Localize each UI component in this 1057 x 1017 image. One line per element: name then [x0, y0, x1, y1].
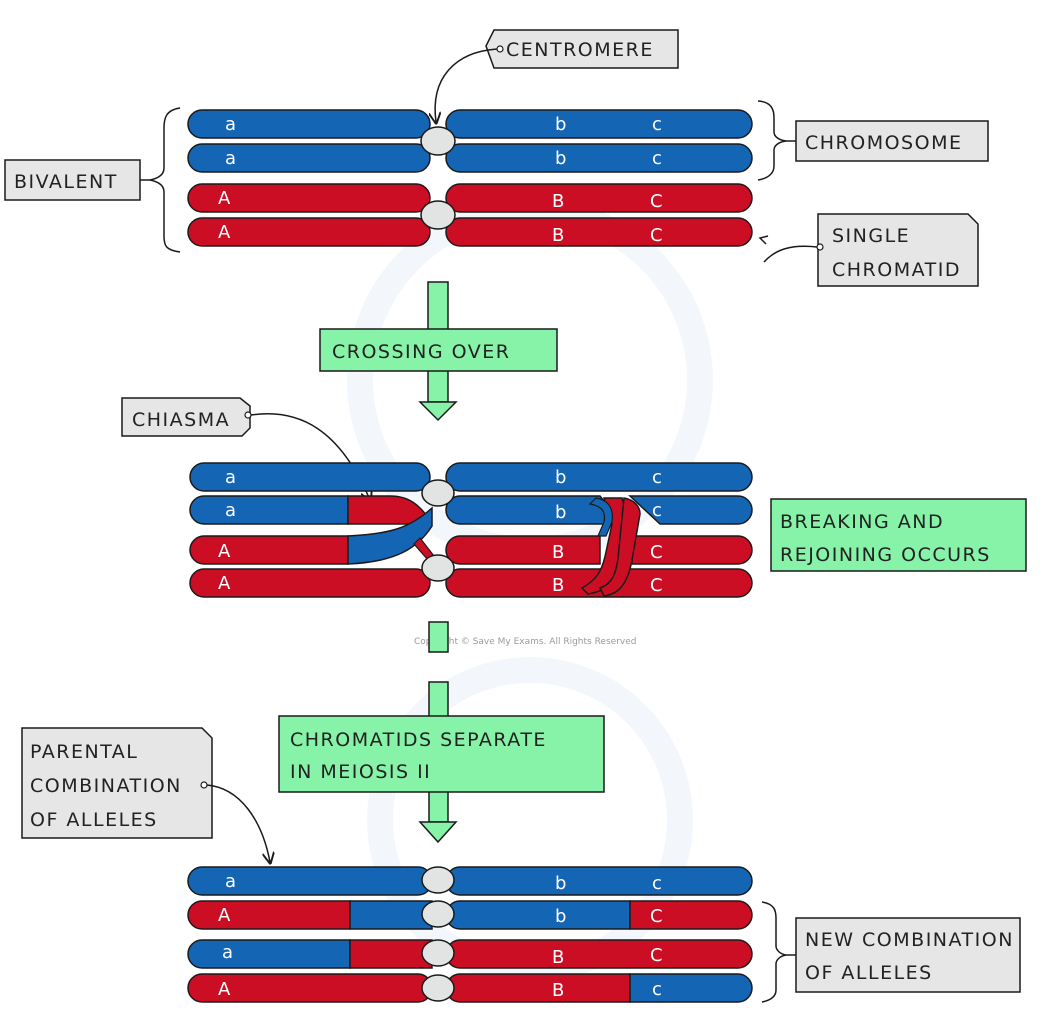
svg-text:SINGLE: SINGLE — [832, 225, 910, 247]
allele-label: A — [218, 979, 231, 1000]
centromere — [421, 939, 455, 967]
svg-text:REJOINING OCCURS: REJOINING OCCURS — [780, 544, 991, 566]
allele-label: a — [225, 467, 236, 488]
chromatid — [187, 183, 753, 213]
allele-label: c — [652, 114, 662, 135]
centromere — [420, 126, 456, 156]
chromatid — [187, 109, 753, 139]
stage-after-separation: a b c A b C a B C A B c — [187, 866, 753, 1003]
svg-text:COMBINATION: COMBINATION — [30, 775, 182, 797]
allele-label: B — [552, 542, 564, 563]
down-arrow: CHROMATIDS SEPARATE IN MEIOSIS II — [278, 621, 605, 844]
allele-label: C — [650, 945, 663, 966]
crossing-strand — [588, 497, 613, 537]
chromatid — [187, 900, 753, 930]
allele-label: b — [555, 906, 566, 927]
breaking-rejoining-label: BREAKING AND REJOINING OCCURS — [770, 498, 1027, 572]
copyright-text: Copyright © Save My Exams. All Rights Re… — [414, 637, 636, 647]
allele-label: b — [555, 502, 566, 523]
chromatid — [187, 866, 753, 896]
allele-label: c — [652, 500, 662, 521]
allele-label: B — [552, 191, 564, 212]
allele-label: C — [650, 542, 663, 563]
crossing-strand — [598, 497, 641, 597]
svg-text:NEW COMBINATION: NEW COMBINATION — [805, 929, 1014, 951]
svg-text:PARENTAL: PARENTAL — [30, 741, 138, 763]
allele-label: B — [552, 947, 564, 968]
allele-label: B — [552, 980, 564, 1001]
allele-label: a — [225, 114, 236, 135]
allele-label: B — [552, 575, 564, 596]
parental-combination-label: PARENTAL COMBINATION OF ALLELES — [21, 727, 270, 862]
allele-label: c — [652, 979, 662, 1000]
centromere — [421, 479, 455, 507]
stage-before-crossing: a b c a b c A B C A B C — [187, 109, 753, 247]
chromatid — [189, 506, 753, 565]
allele-label: A — [218, 905, 231, 926]
chromatid — [187, 217, 753, 247]
centromere — [420, 200, 456, 230]
chromatid — [187, 973, 753, 1003]
chromatid — [187, 143, 753, 173]
allele-label: A — [218, 541, 231, 562]
svg-text:IN MEIOSIS II: IN MEIOSIS II — [290, 761, 431, 783]
stage-crossing-over: a b c a b c A B C A B C — [189, 462, 753, 598]
bivalent-label: BIVALENT — [4, 107, 181, 253]
allele-label: A — [218, 573, 231, 594]
svg-text:BREAKING AND: BREAKING AND — [780, 511, 944, 533]
chiasma-label: CHIASMA — [121, 397, 370, 500]
svg-text:OF ALLELES: OF ALLELES — [30, 809, 158, 831]
allele-label: b — [555, 114, 566, 135]
svg-text:CENTROMERE: CENTROMERE — [506, 39, 654, 61]
allele-label: C — [650, 575, 663, 596]
allele-label: c — [652, 148, 662, 169]
allele-label: C — [650, 225, 663, 246]
allele-label: a — [222, 942, 233, 963]
new-combination-label: NEW COMBINATION OF ALLELES — [761, 901, 1021, 1003]
centromere — [421, 900, 455, 928]
svg-text:BIVALENT: BIVALENT — [14, 171, 118, 193]
svg-text:CHROMATIDS SEPARATE: CHROMATIDS SEPARATE — [290, 729, 547, 751]
svg-text:CHIASMA: CHIASMA — [132, 409, 230, 431]
centromere — [421, 554, 455, 582]
chromatid — [189, 568, 753, 598]
allele-label: B — [552, 225, 564, 246]
centromere — [421, 974, 455, 1002]
centromere-label: CENTROMERE — [435, 29, 679, 122]
allele-label: b — [555, 467, 566, 488]
allele-label: b — [555, 148, 566, 169]
allele-label: A — [218, 188, 231, 209]
chromosome-label: CHROMOSOME — [757, 100, 989, 181]
chromatid — [187, 939, 753, 969]
svg-text:CROSSING OVER: CROSSING OVER — [332, 341, 510, 363]
svg-text:CHROMATID: CHROMATID — [832, 259, 961, 281]
allele-label: c — [652, 467, 662, 488]
single-chromatid-label: SINGLE CHROMATID — [758, 213, 979, 287]
down-arrow: CROSSING OVER — [319, 281, 558, 422]
allele-label: a — [225, 500, 236, 521]
svg-text:CHROMOSOME: CHROMOSOME — [805, 132, 962, 154]
allele-label: C — [650, 906, 663, 927]
allele-label: C — [650, 191, 663, 212]
chromatid — [189, 462, 753, 492]
allele-label: a — [225, 148, 236, 169]
allele-label: A — [218, 222, 231, 243]
allele-label: b — [555, 873, 566, 894]
allele-label: c — [652, 873, 662, 894]
svg-text:OF ALLELES: OF ALLELES — [805, 962, 933, 984]
allele-label: a — [225, 871, 236, 892]
centromere — [421, 866, 455, 894]
chromatid — [189, 495, 753, 525]
